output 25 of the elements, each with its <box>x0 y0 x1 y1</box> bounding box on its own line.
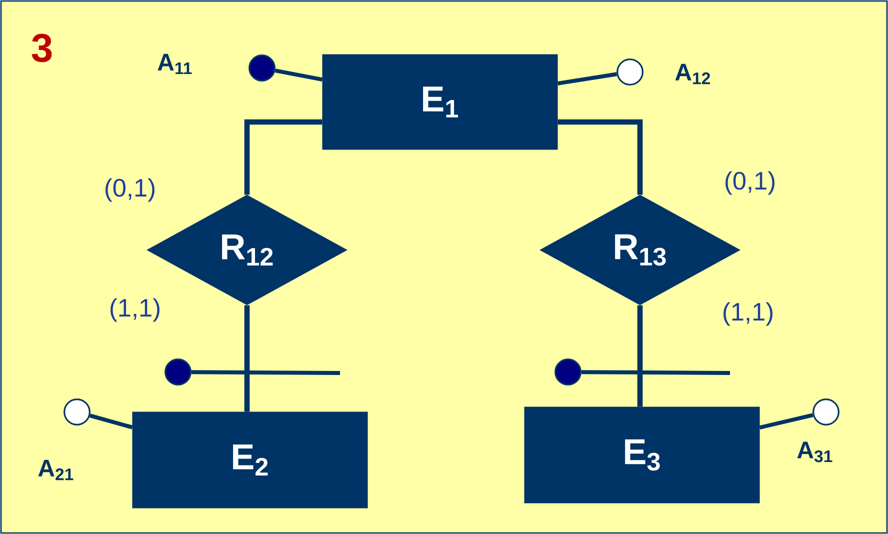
attribute-label: A$_{11}$ <box>158 54 192 74</box>
connector-line <box>244 119 322 195</box>
attribute-line <box>557 72 618 86</box>
entity-box: E$_{3}$ <box>524 406 760 504</box>
attribute-line <box>89 414 133 430</box>
attribute-line <box>759 413 814 430</box>
cardinality-label: (0,1) <box>726 171 774 195</box>
attribute-dot <box>554 358 582 386</box>
identifier-line <box>191 370 340 375</box>
entity-box: E$_{2}$ <box>132 412 368 508</box>
connector-line <box>637 305 643 407</box>
attribute-label: A$_{12}$ <box>675 64 710 84</box>
identifier-line <box>581 370 730 375</box>
entity-box: E$_{1}$ <box>322 54 558 150</box>
attribute-circle <box>812 398 840 426</box>
connector-line <box>244 305 250 412</box>
attribute-label: A$_{31}$ <box>797 442 832 462</box>
attribute-line <box>274 68 323 82</box>
attribute-label: A$_{21}$ <box>38 460 74 480</box>
attribute-dot <box>248 54 276 82</box>
connector-line <box>558 119 643 195</box>
attribute-circle <box>64 398 90 426</box>
attribute-circle <box>616 58 644 86</box>
attribute-dot <box>164 358 192 386</box>
panel-number: 3 <box>32 34 52 62</box>
